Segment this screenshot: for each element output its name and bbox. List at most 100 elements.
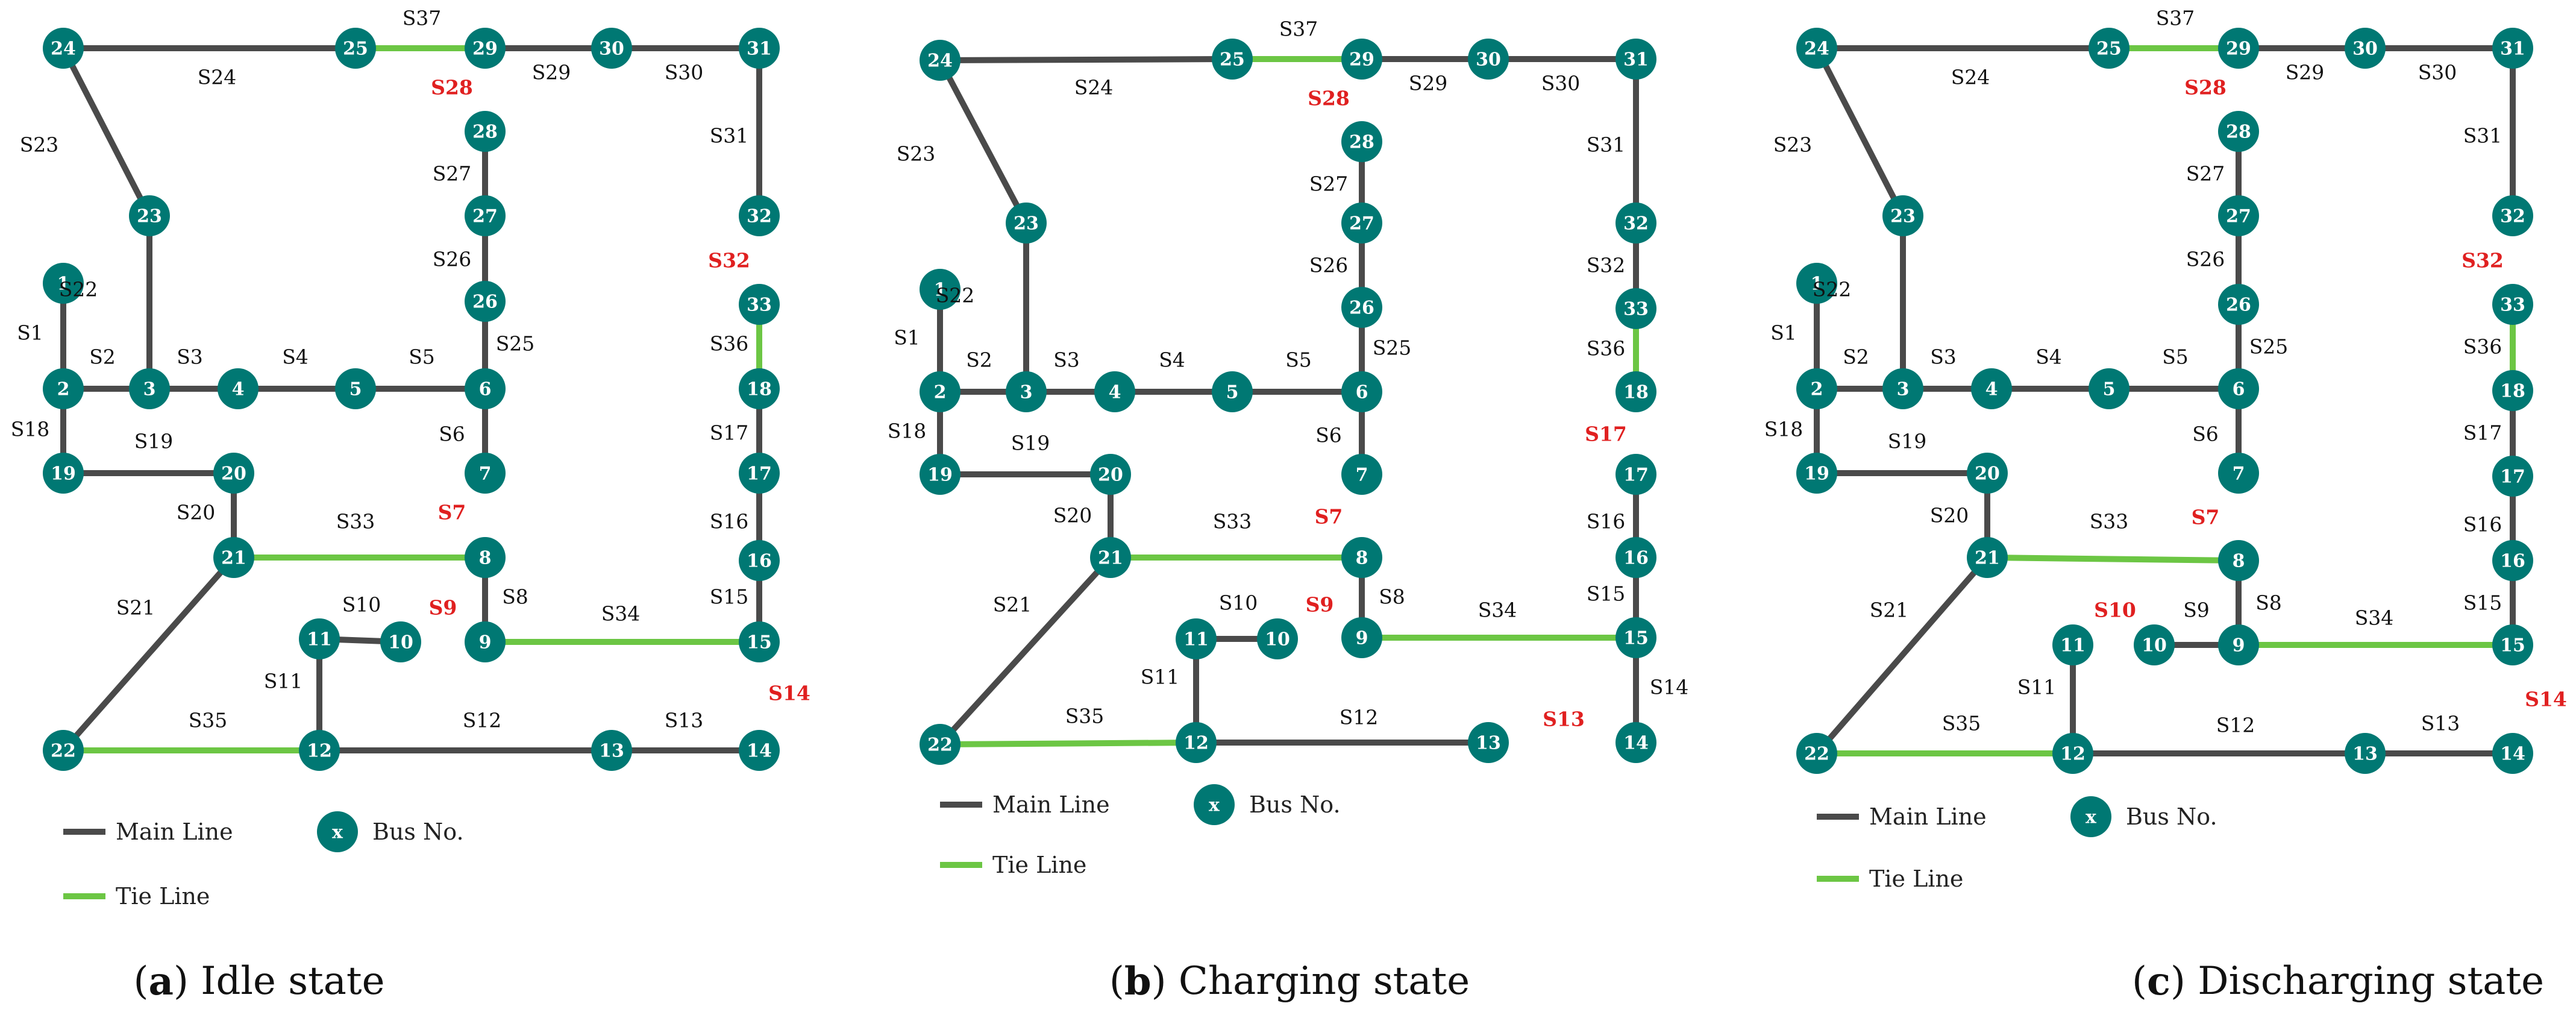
bus-18: 18: [739, 368, 780, 409]
bus-8: 8: [1341, 537, 1382, 578]
caption-paren-close: ): [2170, 959, 2198, 1004]
bus-circle: [218, 368, 259, 409]
switch-label-s5: S5: [2162, 345, 2189, 369]
bus-number: 29: [2226, 39, 2251, 60]
bus-number: 21: [221, 548, 246, 569]
bus-circle: [299, 618, 340, 659]
bus-number: 15: [747, 632, 772, 653]
switch-label-s17: S17: [1585, 423, 1627, 446]
switch-label-s36: S36: [710, 332, 749, 356]
switch-label-s21: S21: [1870, 599, 1909, 622]
bus-14: 14: [2492, 733, 2533, 774]
bus-circle: [465, 281, 506, 322]
bus-number: 7: [2233, 464, 2245, 485]
bus-number: 17: [2500, 467, 2525, 488]
bus-21: 21: [1090, 537, 1131, 578]
main-line-24-23: [1814, 45, 1906, 219]
switch-label-s14: S14: [1650, 676, 1689, 699]
switch-label-s19: S19: [1888, 430, 1927, 453]
bus-circle: [129, 195, 170, 236]
bus-circle: [739, 28, 780, 69]
bus-circle: [739, 621, 780, 662]
switch-label-s22: S22: [936, 284, 975, 307]
bus-circle: [1341, 371, 1382, 412]
bus-30: 30: [2345, 28, 2386, 69]
bus-circle: [2052, 624, 2093, 665]
bus-18: 18: [2492, 370, 2533, 411]
bus-5: 5: [335, 368, 376, 409]
bus-circle: [2218, 28, 2259, 69]
bus-number: 21: [1098, 548, 1123, 569]
bus-number: 32: [747, 206, 772, 227]
bus-number: 23: [137, 206, 162, 227]
switch-label-s8: S8: [1379, 585, 1405, 609]
bus-number: 17: [747, 464, 772, 485]
bus-10: 10: [1257, 618, 1298, 659]
switch-label-s8: S8: [2255, 591, 2282, 615]
bus-32: 32: [739, 195, 780, 236]
bus-circle: [739, 730, 780, 771]
bus-5: 5: [2089, 368, 2129, 409]
bus-number: 2: [934, 382, 947, 403]
legend-bus-label: Bus No.: [2126, 803, 2217, 830]
bus-circle: [43, 263, 84, 304]
switch-label-s15: S15: [2463, 591, 2502, 615]
bus-circle: [465, 537, 506, 578]
switch-label-s16: S16: [1587, 510, 1626, 533]
bus-circle: [2492, 28, 2533, 69]
bus-circle: [1796, 263, 1837, 304]
legend-bus-label: Bus No.: [1249, 791, 1341, 818]
bus-number: 29: [472, 39, 498, 60]
bus-30: 30: [591, 28, 632, 69]
bus-14: 14: [739, 730, 780, 771]
bus-number: 4: [232, 379, 245, 400]
switch-label-s11: S11: [264, 670, 303, 693]
bus-number: 11: [2060, 635, 2086, 656]
bus-number: 27: [2226, 206, 2251, 227]
bus-29: 29: [1341, 39, 1382, 80]
bus-number: 13: [599, 741, 624, 762]
bus-28: 28: [2218, 111, 2259, 152]
bus-circle: [465, 621, 506, 662]
bus-number: 9: [2233, 635, 2245, 656]
main-line-24-23: [937, 57, 1029, 226]
bus-number: 28: [1349, 132, 1374, 153]
caption-paren-close: ): [1152, 959, 1179, 1004]
switch-label-s35: S35: [189, 709, 228, 732]
bus-circle: [1468, 722, 1509, 763]
switch-label-s5: S5: [1285, 348, 1312, 372]
bus-number: 24: [1804, 39, 1829, 60]
legend-bus-symbol: [317, 811, 358, 852]
switch-label-s10: S10: [1219, 591, 1258, 615]
bus-12: 12: [1176, 722, 1217, 763]
bus-number: 16: [747, 551, 772, 572]
bus-circle: [1967, 537, 2008, 578]
bus-circle: [1341, 39, 1382, 80]
switch-label-s32: S32: [708, 249, 750, 272]
bus-number: 20: [1098, 465, 1123, 486]
bus-4: 4: [218, 368, 259, 409]
switch-label-s11: S11: [1141, 665, 1180, 689]
bus-circle: [1341, 454, 1382, 495]
bus-14: 14: [1615, 722, 1656, 763]
bus-number: 15: [1623, 628, 1649, 649]
switch-label-s4: S4: [282, 345, 309, 369]
legend-bus-symbol-text: x: [332, 822, 343, 843]
bus-circle: [1090, 454, 1131, 495]
bus-number: 30: [599, 39, 624, 60]
bus-number: 11: [307, 629, 332, 650]
caption-paren-open: (: [2132, 959, 2147, 1004]
switch-label-s27: S27: [2186, 162, 2225, 186]
bus-23: 23: [1006, 203, 1047, 244]
bus-circle: [465, 28, 506, 69]
bus-number: 33: [2500, 295, 2525, 316]
bus-number: 10: [2142, 635, 2167, 656]
bus-circle: [43, 453, 84, 494]
switch-label-s5: S5: [409, 345, 435, 369]
bus-3: 3: [1882, 368, 1923, 409]
bus-number: 25: [2096, 39, 2122, 60]
switch-label-s10: S10: [2094, 599, 2136, 622]
